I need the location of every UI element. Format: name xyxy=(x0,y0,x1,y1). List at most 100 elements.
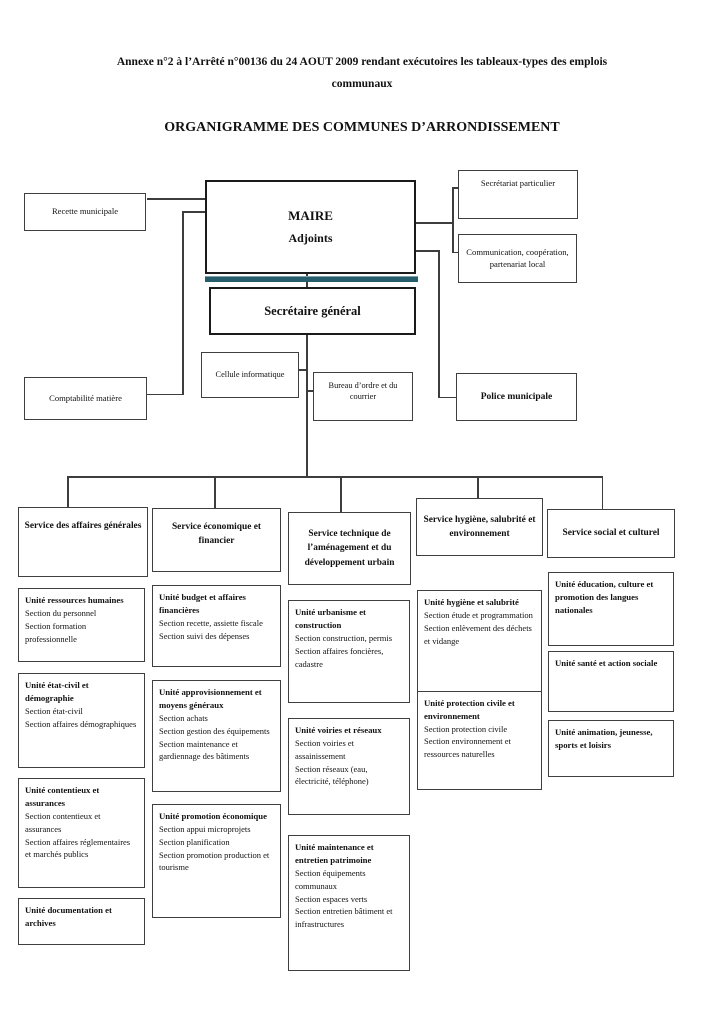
police-municipale-label: Police municipale xyxy=(480,391,553,402)
service-header-technique: Service technique de l’aménagement et du… xyxy=(288,512,411,585)
connector-police-stub xyxy=(438,396,457,398)
unit-promotion-economique: Unité promotion économique Section appui… xyxy=(152,804,281,918)
unit-section: Section affaires foncières, cadastre xyxy=(295,645,384,669)
unit-protection-civile: Unité protection civile et environnement… xyxy=(417,690,542,790)
unit-section: Section promotion production et tourisme xyxy=(159,849,270,873)
service-header-economique-financier: Service économique et financier xyxy=(152,508,281,572)
unit-title: Unité état-civil et démographie xyxy=(25,680,89,704)
service-header-affaires-generales: Service des affaires générales xyxy=(18,507,148,577)
annexe-line2: communaux xyxy=(331,77,393,90)
box-bureau-ordre: Bureau d’ordre et du courrier xyxy=(313,372,413,421)
cellule-informatique-label: Cellule informatique xyxy=(215,370,285,380)
unit-section: Section affaires réglementaires et march… xyxy=(25,836,131,860)
service-header-social-culturel: Service social et culturel xyxy=(547,509,675,558)
unit-title: Unité documentation et archives xyxy=(25,905,112,929)
comptabilite-matiere-label: Comptabilité matière xyxy=(49,392,122,403)
unit-section: Section achats xyxy=(159,713,208,724)
drop-service-4 xyxy=(477,476,479,499)
unit-section: Section équipements communaux xyxy=(295,868,366,891)
unit-section: Section formation professionnelle xyxy=(25,620,87,644)
unit-contentieux: Unité contentieux et assurances Section … xyxy=(18,778,145,888)
service-1-label: Service des affaires générales xyxy=(24,521,142,531)
unit-urbanisme-construction: Unité urbanisme et construction Section … xyxy=(288,600,410,703)
annexe-line1: Annexe n°2 à l’Arrêté n°00136 du 24 AOUT… xyxy=(116,56,608,68)
unit-section: Section étude et programmation xyxy=(424,610,533,621)
box-secretariat-particulier: Secrétariat particulier xyxy=(458,170,578,219)
box-cellule-informatique: Cellule informatique xyxy=(201,352,299,398)
box-police-municipale: Police municipale xyxy=(456,373,577,421)
drop-service-2 xyxy=(214,476,216,509)
unit-title: Unité maintenance et entretien patrimoin… xyxy=(295,842,374,866)
unit-section: Section protection civile xyxy=(424,723,508,734)
unit-section: Section appui microprojets xyxy=(159,824,251,835)
unit-title: Unité budget et affaires financières xyxy=(159,592,246,616)
unit-title: Unité voiries et réseaux xyxy=(295,725,382,735)
secretariat-particulier-label: Secrétariat particulier xyxy=(480,178,556,188)
drop-service-1 xyxy=(67,476,69,508)
unit-title: Unité éducation, culture et promotion de… xyxy=(555,579,654,616)
connector-sg-bar xyxy=(306,335,308,477)
unit-budget-affaires-financieres: Unité budget et affaires financières Sec… xyxy=(152,585,281,667)
unit-section: Section construction, permis xyxy=(295,633,393,644)
service-header-hygiene: Service hygiène, salubrité et environnem… xyxy=(416,498,543,556)
unit-maintenance-patrimoine: Unité maintenance et entretien patrimoin… xyxy=(288,835,410,971)
connector-cellule-stub xyxy=(299,369,307,371)
unit-section: Section entretien bâtiment et infrastruc… xyxy=(295,906,393,930)
unit-etat-civil: Unité état-civil et démographie Section … xyxy=(18,673,145,768)
box-recette-municipale: Recette municipale xyxy=(24,193,146,231)
unit-section: Section du personnel xyxy=(25,608,97,619)
unit-title: Unité santé et action sociale xyxy=(555,658,658,668)
unit-documentation-archives: Unité documentation et archives xyxy=(18,898,145,945)
box-comptabilite-matiere: Comptabilité matière xyxy=(24,377,147,420)
unit-title: Unité animation, jeunesse, sports et loi… xyxy=(555,727,653,751)
unit-title: Unité approvisionnement et moyens généra… xyxy=(159,687,262,711)
unit-title: Unité protection civile et environnement xyxy=(424,697,515,721)
unit-title: Unité ressources humaines xyxy=(25,595,124,605)
unit-ressources-humaines: Unité ressources humaines Section du per… xyxy=(18,588,145,662)
unit-title: Unité contentieux et assurances xyxy=(25,785,100,809)
unit-animation-jeunesse: Unité animation, jeunesse, sports et loi… xyxy=(548,720,674,777)
communication-label: Communication, coopération, partenariat … xyxy=(466,246,569,269)
unit-section: Section état-civil xyxy=(25,706,83,717)
annexe-heading: Annexe n°2 à l’Arrêté n°00136 du 24 AOUT… xyxy=(0,52,724,96)
unit-section: Section maintenance et gardiennage des b… xyxy=(159,738,250,762)
maire-shadow-bar xyxy=(205,276,418,282)
connector-maire-left-stub xyxy=(182,211,207,213)
unit-voiries-reseaux: Unité voiries et réseaux Section voiries… xyxy=(288,718,410,815)
unit-section: Section espaces verts xyxy=(295,893,368,904)
unit-section: Section environnement et ressources natu… xyxy=(424,736,511,760)
drop-service-5 xyxy=(601,476,603,509)
unit-section: Section enlèvement des déchets et vidang… xyxy=(424,622,532,646)
service-4-label: Service hygiène, salubrité et environnem… xyxy=(423,514,536,539)
connector-maire-police-stub xyxy=(416,250,439,252)
page-title: ORGANIGRAMME DES COMMUNES D’ARRONDISSEME… xyxy=(164,120,560,135)
drop-service-3 xyxy=(340,476,342,513)
unit-section: Section réseaux (eau, électricité, télép… xyxy=(295,763,369,787)
service-2-label: Service économique et financier xyxy=(171,522,262,547)
maire-subtitle: Adjoints xyxy=(288,230,333,245)
unit-sante-action-sociale: Unité santé et action sociale xyxy=(548,651,674,712)
box-maire: MAIRE Adjoints xyxy=(205,180,416,274)
connector-left-vertical xyxy=(182,211,184,395)
unit-education-culture: Unité éducation, culture et promotion de… xyxy=(548,572,674,646)
unit-section: Section gestion des équipements xyxy=(159,725,270,736)
unit-title: Unité hygiène et salubrité xyxy=(424,597,519,607)
connector-communication-stub xyxy=(452,251,460,253)
connector-maire-right-stub xyxy=(416,222,453,224)
unit-section: Section contentieux et assurances xyxy=(25,811,101,834)
unit-hygiene-salubrite: Unité hygiène et salubrité Section étude… xyxy=(417,590,542,692)
unit-title: Unité urbanisme et construction xyxy=(295,607,366,631)
unit-section: Section planification xyxy=(159,836,230,847)
unit-approvisionnement: Unité approvisionnement et moyens généra… xyxy=(152,680,281,792)
service-5-label: Service social et culturel xyxy=(562,528,660,539)
connector-secretariat-stub xyxy=(452,187,460,189)
connector-distribution-bar xyxy=(67,476,603,478)
connector-recette-maire xyxy=(147,198,207,200)
unit-section: Section recette, assiette fiscale xyxy=(159,618,263,629)
unit-title: Unité promotion économique xyxy=(159,811,267,821)
secretaire-general-label: Secrétaire général xyxy=(264,303,361,318)
connector-right-vertical-upper xyxy=(452,187,454,253)
connector-bureau-stub xyxy=(306,390,314,392)
bureau-ordre-label: Bureau d’ordre et du courrier xyxy=(328,381,398,402)
